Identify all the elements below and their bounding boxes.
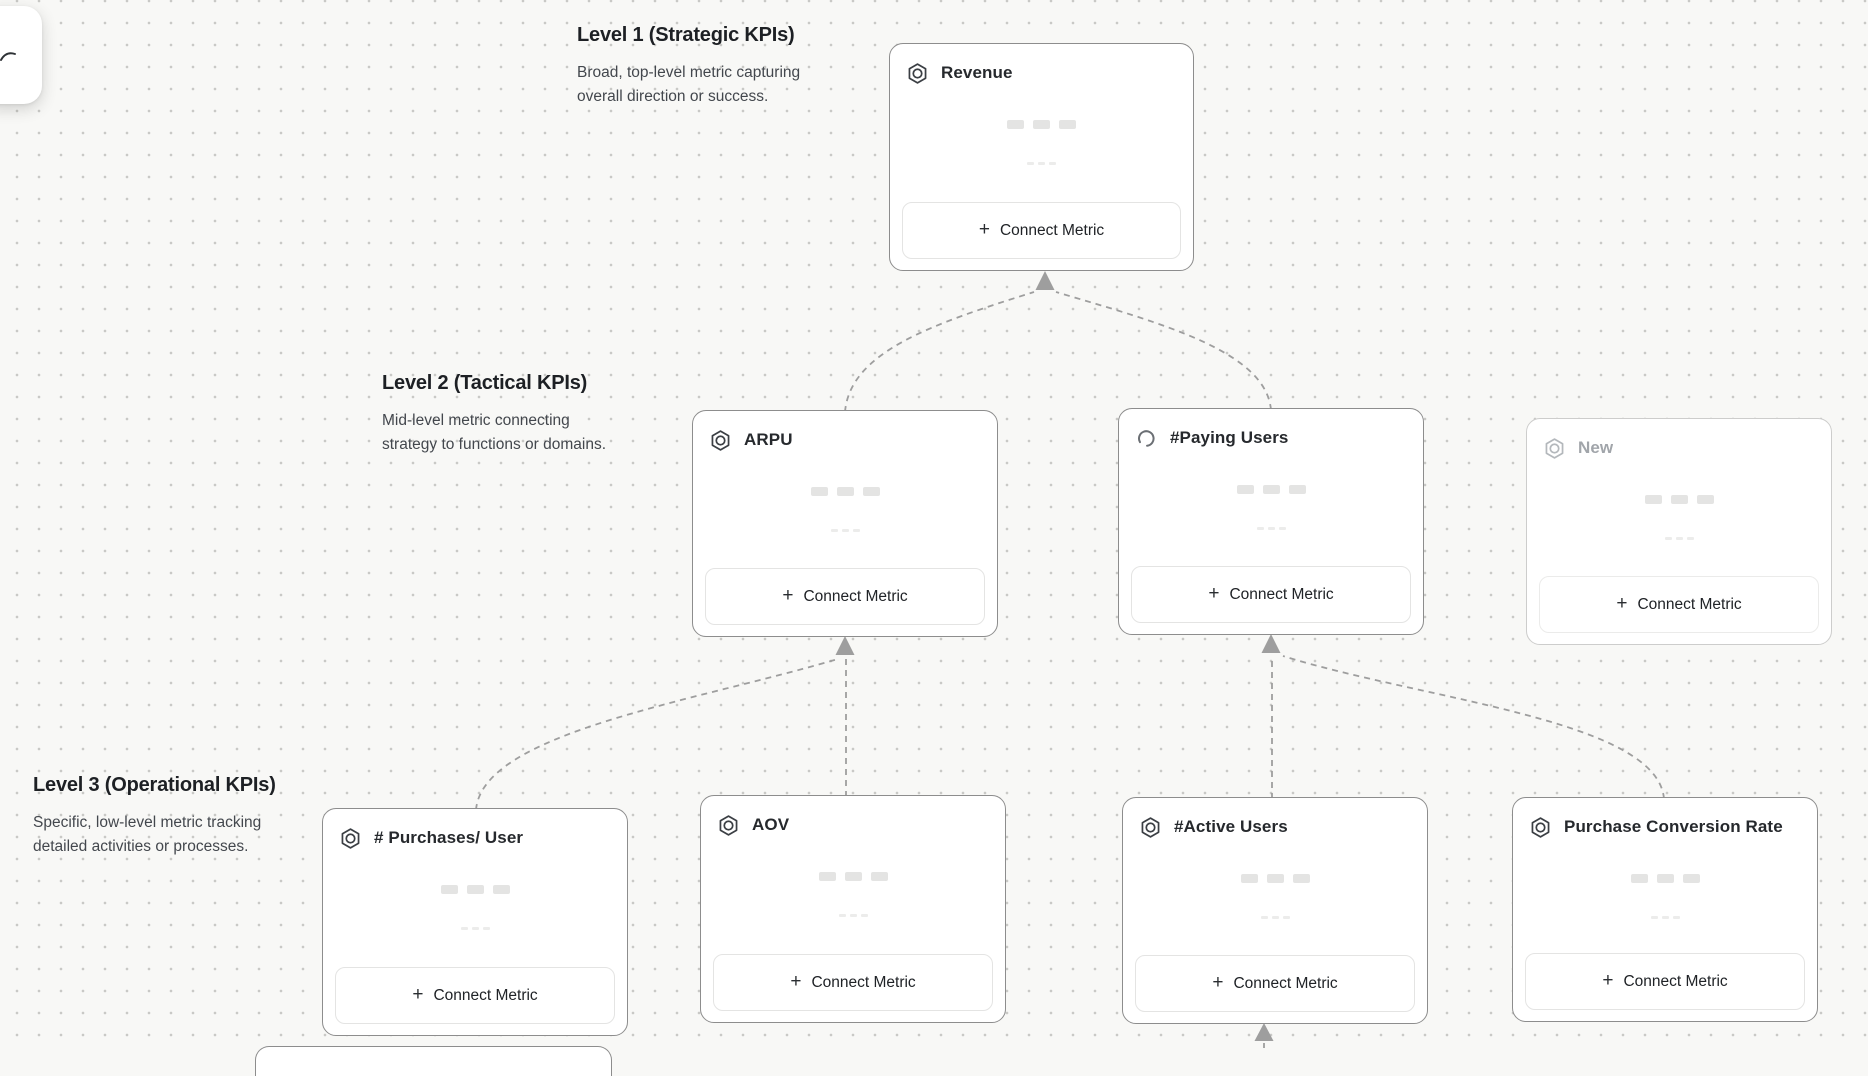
plus-icon: + <box>782 585 794 606</box>
connect-metric-label: Connect Metric <box>811 973 916 991</box>
hexagon-metric-icon <box>1138 815 1162 839</box>
hexagon-metric-icon <box>708 428 732 452</box>
skeleton-placeholder-row <box>1119 527 1423 530</box>
spinner-icon <box>1134 426 1158 450</box>
metric-card-purchases-per-user[interactable]: # Purchases/ User + Connect Metric <box>322 808 628 1036</box>
connect-metric-label: Connect Metric <box>1229 585 1334 603</box>
metric-card-arpu[interactable]: ARPU + Connect Metric <box>692 410 998 637</box>
metric-card-partial[interactable] <box>255 1046 612 1076</box>
cursor-icon <box>0 52 16 61</box>
connect-metric-label: Connect Metric <box>999 221 1105 239</box>
metric-card-title: ARPU <box>744 430 793 449</box>
metric-card-new[interactable]: New + Connect Metric <box>1526 418 1832 645</box>
metric-card-title: Purchase Conversion Rate <box>1564 817 1783 836</box>
connect-metric-button[interactable]: + Connect Metric <box>705 568 985 625</box>
connect-metric-label: Connect Metric <box>433 986 538 1004</box>
hexagon-metric-icon <box>905 61 929 85</box>
level-3-label: Level 3 (Operational KPIs) Specific, low… <box>33 774 295 859</box>
metric-card-title: #Paying Users <box>1170 428 1289 447</box>
connector-arpu-to-revenue <box>844 291 1035 413</box>
hexagon-metric-icon <box>1542 436 1566 460</box>
skeleton-placeholder-row <box>890 120 1193 129</box>
skeleton-placeholder-row <box>1123 916 1427 919</box>
connect-metric-button[interactable]: + Connect Metric <box>1539 576 1819 633</box>
hexagon-metric-icon <box>338 826 362 850</box>
arrowhead-into-activeusers <box>1254 1023 1274 1041</box>
card-header: AOV <box>716 810 993 840</box>
connect-metric-button[interactable]: + Connect Metric <box>713 954 993 1011</box>
level-1-title: Level 1 (Strategic KPIs) <box>577 24 795 46</box>
hexagon-metric-icon <box>1528 815 1552 839</box>
skeleton-placeholder-row <box>1513 916 1817 919</box>
metric-card-title: AOV <box>752 815 790 834</box>
card-header: #Paying Users <box>1134 423 1411 453</box>
skeleton-placeholder-row <box>1123 874 1427 883</box>
metric-card-purchase-conversion-rate[interactable]: Purchase Conversion Rate + Connect Metri… <box>1512 797 1818 1022</box>
card-header: Revenue <box>905 58 1181 88</box>
connect-metric-label: Connect Metric <box>803 587 908 605</box>
connect-metric-button[interactable]: + Connect Metric <box>335 967 615 1024</box>
skeleton-placeholder-row <box>1527 495 1831 504</box>
arrowhead-into-payingusers <box>1261 634 1281 653</box>
connect-metric-button[interactable]: + Connect Metric <box>1525 953 1805 1010</box>
level-3-title: Level 3 (Operational KPIs) <box>33 774 276 796</box>
plus-icon: + <box>1212 972 1224 993</box>
metric-card-paying-users[interactable]: #Paying Users + Connect Metric <box>1118 408 1424 635</box>
plus-icon: + <box>1616 593 1628 614</box>
skeleton-placeholder-row <box>701 914 1005 917</box>
connector-payingusers-to-revenue <box>1055 291 1272 411</box>
card-header: ARPU <box>708 425 985 455</box>
card-header: Purchase Conversion Rate <box>1528 812 1805 842</box>
skeleton-placeholder-row <box>1119 485 1423 494</box>
metric-card-title: # Purchases/ User <box>374 828 524 847</box>
plus-icon: + <box>1602 970 1614 991</box>
level-1-label: Level 1 (Strategic KPIs) Broad, top-leve… <box>577 24 827 109</box>
connector-purchases-to-arpu <box>475 658 839 811</box>
skeleton-placeholder-row <box>693 529 997 532</box>
plus-icon: + <box>1208 583 1220 604</box>
connect-metric-label: Connect Metric <box>1233 974 1338 992</box>
skeleton-placeholder-row <box>1513 874 1817 883</box>
skeleton-placeholder-row <box>323 927 627 930</box>
plus-icon: + <box>412 984 424 1005</box>
metric-card-title: Revenue <box>941 63 1013 82</box>
level-2-description: Mid-level metric connecting strategy to … <box>382 412 607 453</box>
connect-metric-button[interactable]: + Connect Metric <box>1135 955 1415 1012</box>
metric-card-revenue[interactable]: Revenue + Connect Metric <box>889 43 1194 271</box>
arrowhead-into-revenue <box>1035 271 1055 290</box>
level-3-description: Specific, low-level metric tracking deta… <box>33 814 262 855</box>
connector-pcr-to-payingusers <box>1282 655 1665 800</box>
skeleton-placeholder-row <box>1527 537 1831 540</box>
connect-metric-button[interactable]: + Connect Metric <box>902 202 1181 259</box>
connect-metric-button[interactable]: + Connect Metric <box>1131 566 1411 623</box>
floating-toolbar-tile[interactable] <box>0 6 42 104</box>
connect-metric-label: Connect Metric <box>1623 972 1728 990</box>
card-header: # Purchases/ User <box>338 823 615 853</box>
connect-metric-label: Connect Metric <box>1637 595 1742 613</box>
skeleton-placeholder-row <box>323 885 627 894</box>
metric-card-active-users[interactable]: #Active Users + Connect Metric <box>1122 797 1428 1024</box>
skeleton-placeholder-row <box>890 162 1193 165</box>
arrowhead-into-arpu <box>835 636 855 655</box>
level-2-label: Level 2 (Tactical KPIs) Mid-level metric… <box>382 372 614 457</box>
metric-card-title: New <box>1578 438 1614 457</box>
card-header: New <box>1542 433 1819 463</box>
level-2-title: Level 2 (Tactical KPIs) <box>382 372 588 394</box>
metric-card-title: #Active Users <box>1174 817 1288 836</box>
metric-card-aov[interactable]: AOV + Connect Metric <box>700 795 1006 1023</box>
skeleton-placeholder-row <box>701 872 1005 881</box>
skeleton-placeholder-row <box>693 487 997 496</box>
plus-icon: + <box>978 219 990 240</box>
card-header: #Active Users <box>1138 812 1415 842</box>
level-1-description: Broad, top-level metric capturing overal… <box>577 64 801 105</box>
plus-icon: + <box>790 971 802 992</box>
hexagon-metric-icon <box>716 813 740 837</box>
